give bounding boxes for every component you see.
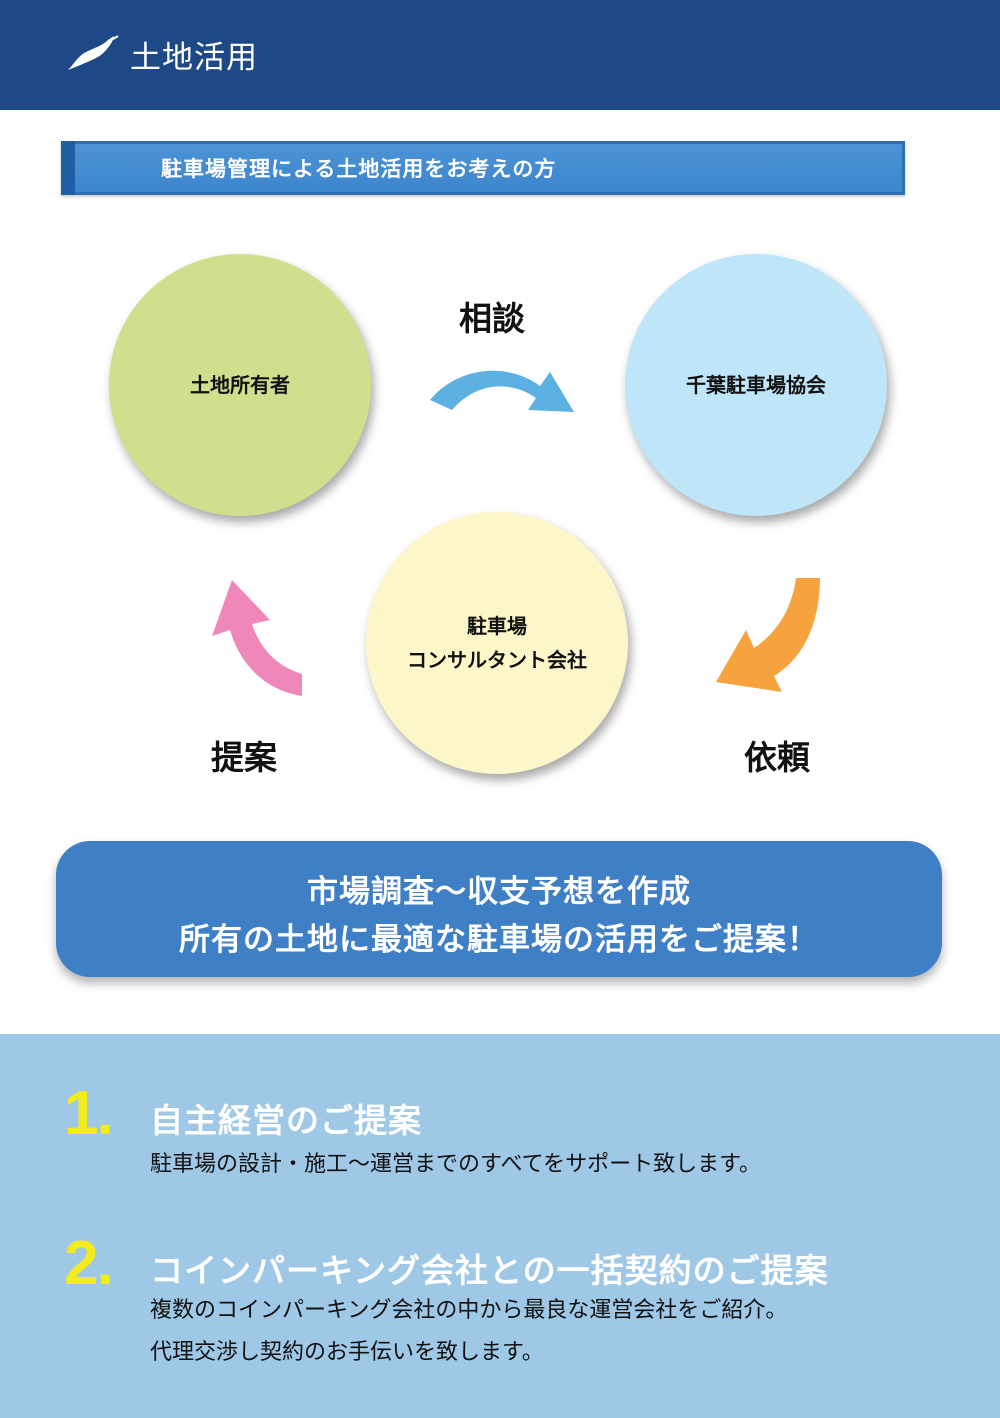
feature-number: 1.: [64, 1079, 114, 1148]
header-bar: 土地活用: [0, 0, 1000, 110]
banner-line-1: 市場調査〜収支予想を作成: [307, 874, 691, 910]
consultant-company-circle: 駐車場 コンサルタント会社: [366, 512, 628, 774]
consult-arrow-icon: [430, 370, 574, 412]
feature-number: 2.: [64, 1229, 114, 1298]
request-arrow-icon: [716, 578, 820, 692]
land-owner-label: 土地所有者: [190, 373, 290, 397]
feature-description: 複数のコインパーキング会社の中から最良な運営会社をご紹介。: [150, 1298, 788, 1323]
feature-description: 駐車場の設計・施工〜運営までのすべてをサポート致します。: [150, 1152, 761, 1177]
land-owner-circle: 土地所有者: [109, 254, 371, 516]
feature-title: 自主経営のご提案: [150, 1101, 422, 1140]
parking-association-label: 千葉駐車場協会: [686, 373, 826, 397]
features-section: 1. 自主経営のご提案 駐車場の設計・施工〜運営までのすべてをサポート致します。…: [0, 1034, 1000, 1418]
region-map-icon: [68, 35, 119, 70]
propose-arrow-icon: [212, 580, 302, 696]
feature-title: コインパーキング会社との一括契約のご提案: [150, 1251, 829, 1290]
section-heading-bar: 駐車場管理による土地活用をお考えの方: [61, 141, 905, 195]
consultant-label-line1: 駐車場: [467, 614, 527, 638]
step-consult-label: 相談: [459, 299, 525, 338]
feature-description: 代理交渉し契約のお手伝いを致します。: [150, 1340, 544, 1365]
step-propose-label: 提案: [211, 738, 277, 777]
section-title: 駐車場管理による土地活用をお考えの方: [161, 157, 557, 181]
page-title: 土地活用: [130, 40, 258, 76]
banner-line-2: 所有の土地に最適な駐車場の活用をご提案！: [179, 922, 819, 958]
summary-banner: 市場調査〜収支予想を作成 所有の土地に最適な駐車場の活用をご提案！: [56, 841, 942, 977]
consultant-label-line2: コンサルタント会社: [407, 648, 587, 672]
step-request-label: 依頼: [744, 738, 810, 777]
parking-association-circle: 千葉駐車場協会: [625, 254, 887, 516]
